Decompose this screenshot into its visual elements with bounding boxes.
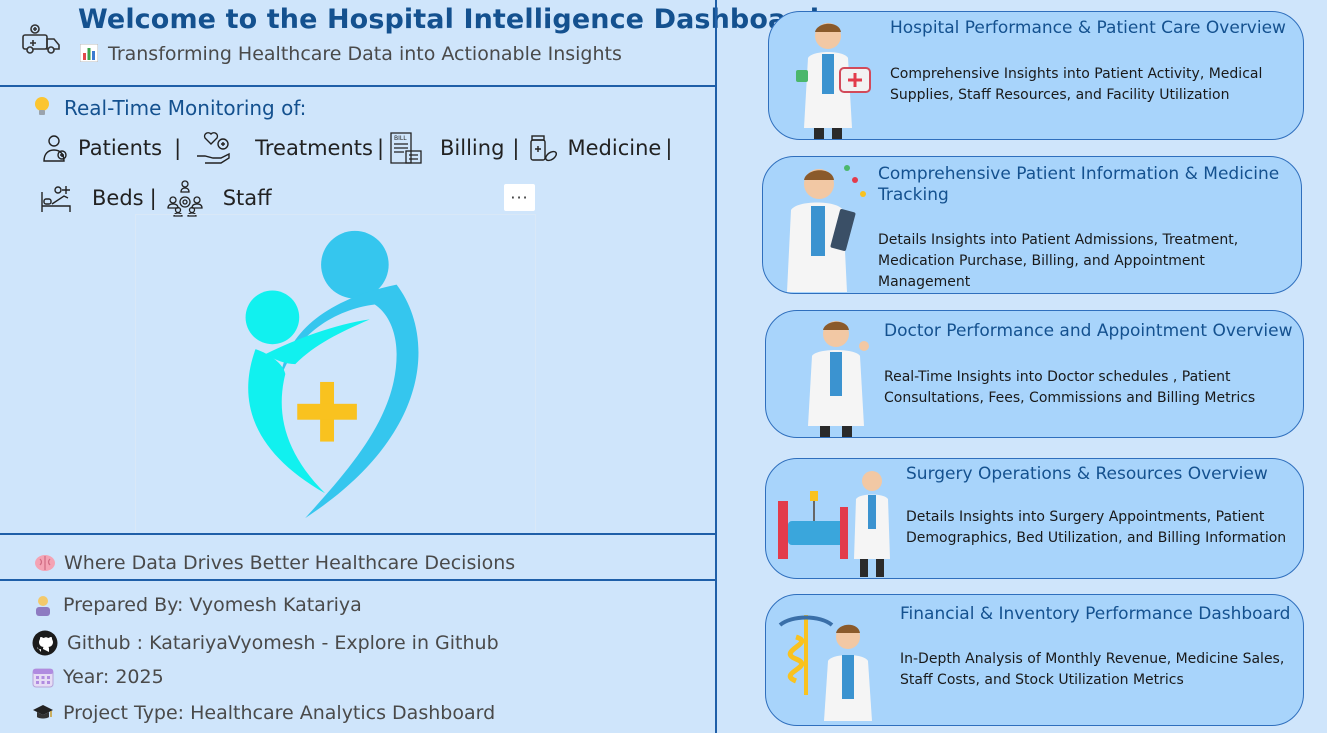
- more-options-button[interactable]: ···: [504, 184, 535, 211]
- prepared-by-text: Prepared By: Vyomesh Katariya: [63, 594, 362, 616]
- card-financial-inventory[interactable]: Financial & Inventory Performance Dashbo…: [765, 594, 1304, 726]
- card-patient-information[interactable]: Comprehensive Patient Information & Medi…: [762, 156, 1302, 294]
- card-description: In-Depth Analysis of Monthly Revenue, Me…: [900, 651, 1285, 688]
- staff-icon: [167, 180, 203, 217]
- card-description: Comprehensive Insights into Patient Acti…: [890, 66, 1263, 103]
- category-label-medicine: Medicine: [567, 136, 662, 160]
- lightbulb-icon: [35, 97, 49, 115]
- vertical-divider: [715, 0, 717, 733]
- monitoring-heading: Real-Time Monitoring of:: [34, 96, 306, 120]
- ambulance-icon: [22, 24, 60, 54]
- card-title: Hospital Performance & Patient Care Over…: [890, 18, 1286, 38]
- year-text: Year: 2025: [63, 666, 164, 688]
- separator: |: [376, 136, 385, 160]
- graduation-cap-icon: [33, 705, 53, 719]
- project-type-text: Project Type: Healthcare Analytics Dashb…: [63, 702, 496, 724]
- card-description: Details Insights into Surgery Appointmen…: [906, 509, 1287, 546]
- bill-icon: BILL: [390, 132, 422, 164]
- monitoring-row-2: Beds | Staff: [40, 178, 272, 218]
- bed-icon: [41, 186, 71, 212]
- subtitle-text: Transforming Healthcare Data into Action…: [108, 43, 622, 65]
- left-panel: Welcome to the Hospital Intelligence Das…: [0, 4, 819, 724]
- brain-icon: [35, 555, 55, 571]
- medicine-icon: [530, 135, 558, 162]
- github-link[interactable]: Github : KatariyaVyomesh - Explore in Gi…: [32, 630, 499, 656]
- card-title: Comprehensive Patient Information & Medi…: [878, 164, 1280, 205]
- page-title: Welcome to the Hospital Intelligence Das…: [78, 4, 820, 35]
- doctor-caduceus-illustration: [778, 615, 872, 721]
- prepared-by: Prepared By: Vyomesh Katariya: [32, 594, 362, 616]
- tagline-text: Where Data Drives Better Healthcare Deci…: [64, 552, 516, 574]
- card-description: Details Insights into Patient Admissions…: [878, 232, 1239, 290]
- category-label-beds: Beds: [92, 186, 144, 210]
- patient-icon: [43, 135, 67, 162]
- card-hospital-performance[interactable]: Hospital Performance & Patient Care Over…: [768, 11, 1304, 140]
- tagline: Where Data Drives Better Healthcare Deci…: [34, 552, 515, 574]
- divider: [0, 85, 715, 87]
- category-label-treatments: Treatments: [255, 136, 373, 160]
- github-icon: [32, 630, 58, 656]
- category-label-staff: Staff: [222, 186, 272, 210]
- year: Year: 2025: [32, 666, 164, 688]
- card-description: Real-Time Insights into Doctor schedules…: [884, 369, 1256, 406]
- card-surgery-operations[interactable]: Surgery Operations & Resources Overview …: [765, 458, 1304, 579]
- category-label-billing: Billing: [440, 136, 505, 160]
- svg-text:BILL: BILL: [394, 135, 407, 142]
- card-doctor-performance[interactable]: Doctor Performance and Appointment Overv…: [765, 310, 1304, 438]
- doctor-thumbs-up-illustration: [808, 321, 869, 437]
- divider: [0, 579, 715, 581]
- divider: [0, 533, 715, 535]
- project-type: Project Type: Healthcare Analytics Dashb…: [32, 702, 495, 724]
- separator: |: [174, 136, 182, 160]
- github-text[interactable]: Github : KatariyaVyomesh - Explore in Gi…: [67, 632, 499, 654]
- card-title: Financial & Inventory Performance Dashbo…: [900, 604, 1291, 624]
- doctor-medkit-illustration: [796, 23, 871, 139]
- person-icon: [36, 596, 50, 616]
- card-title: Surgery Operations & Resources Overview: [906, 464, 1268, 484]
- treatment-icon: [197, 132, 230, 164]
- healthcare-logo: [135, 214, 536, 534]
- calendar-icon: [32, 668, 54, 688]
- page-subtitle: Transforming Healthcare Data into Action…: [80, 43, 622, 65]
- doctor-hospital-bed-illustration: [778, 471, 890, 577]
- doctor-clipboard-illustration: [787, 165, 866, 292]
- separator: |: [512, 136, 520, 160]
- separator: |: [665, 136, 673, 160]
- bar-chart-icon: [80, 44, 98, 62]
- category-label-patients: Patients: [78, 136, 163, 160]
- separator: |: [149, 186, 157, 210]
- monitoring-heading-text: Real-Time Monitoring of:: [64, 96, 307, 120]
- card-title: Doctor Performance and Appointment Overv…: [884, 321, 1293, 341]
- monitoring-row-1: Patients | Treatments | BILL Billing | M…: [40, 130, 680, 166]
